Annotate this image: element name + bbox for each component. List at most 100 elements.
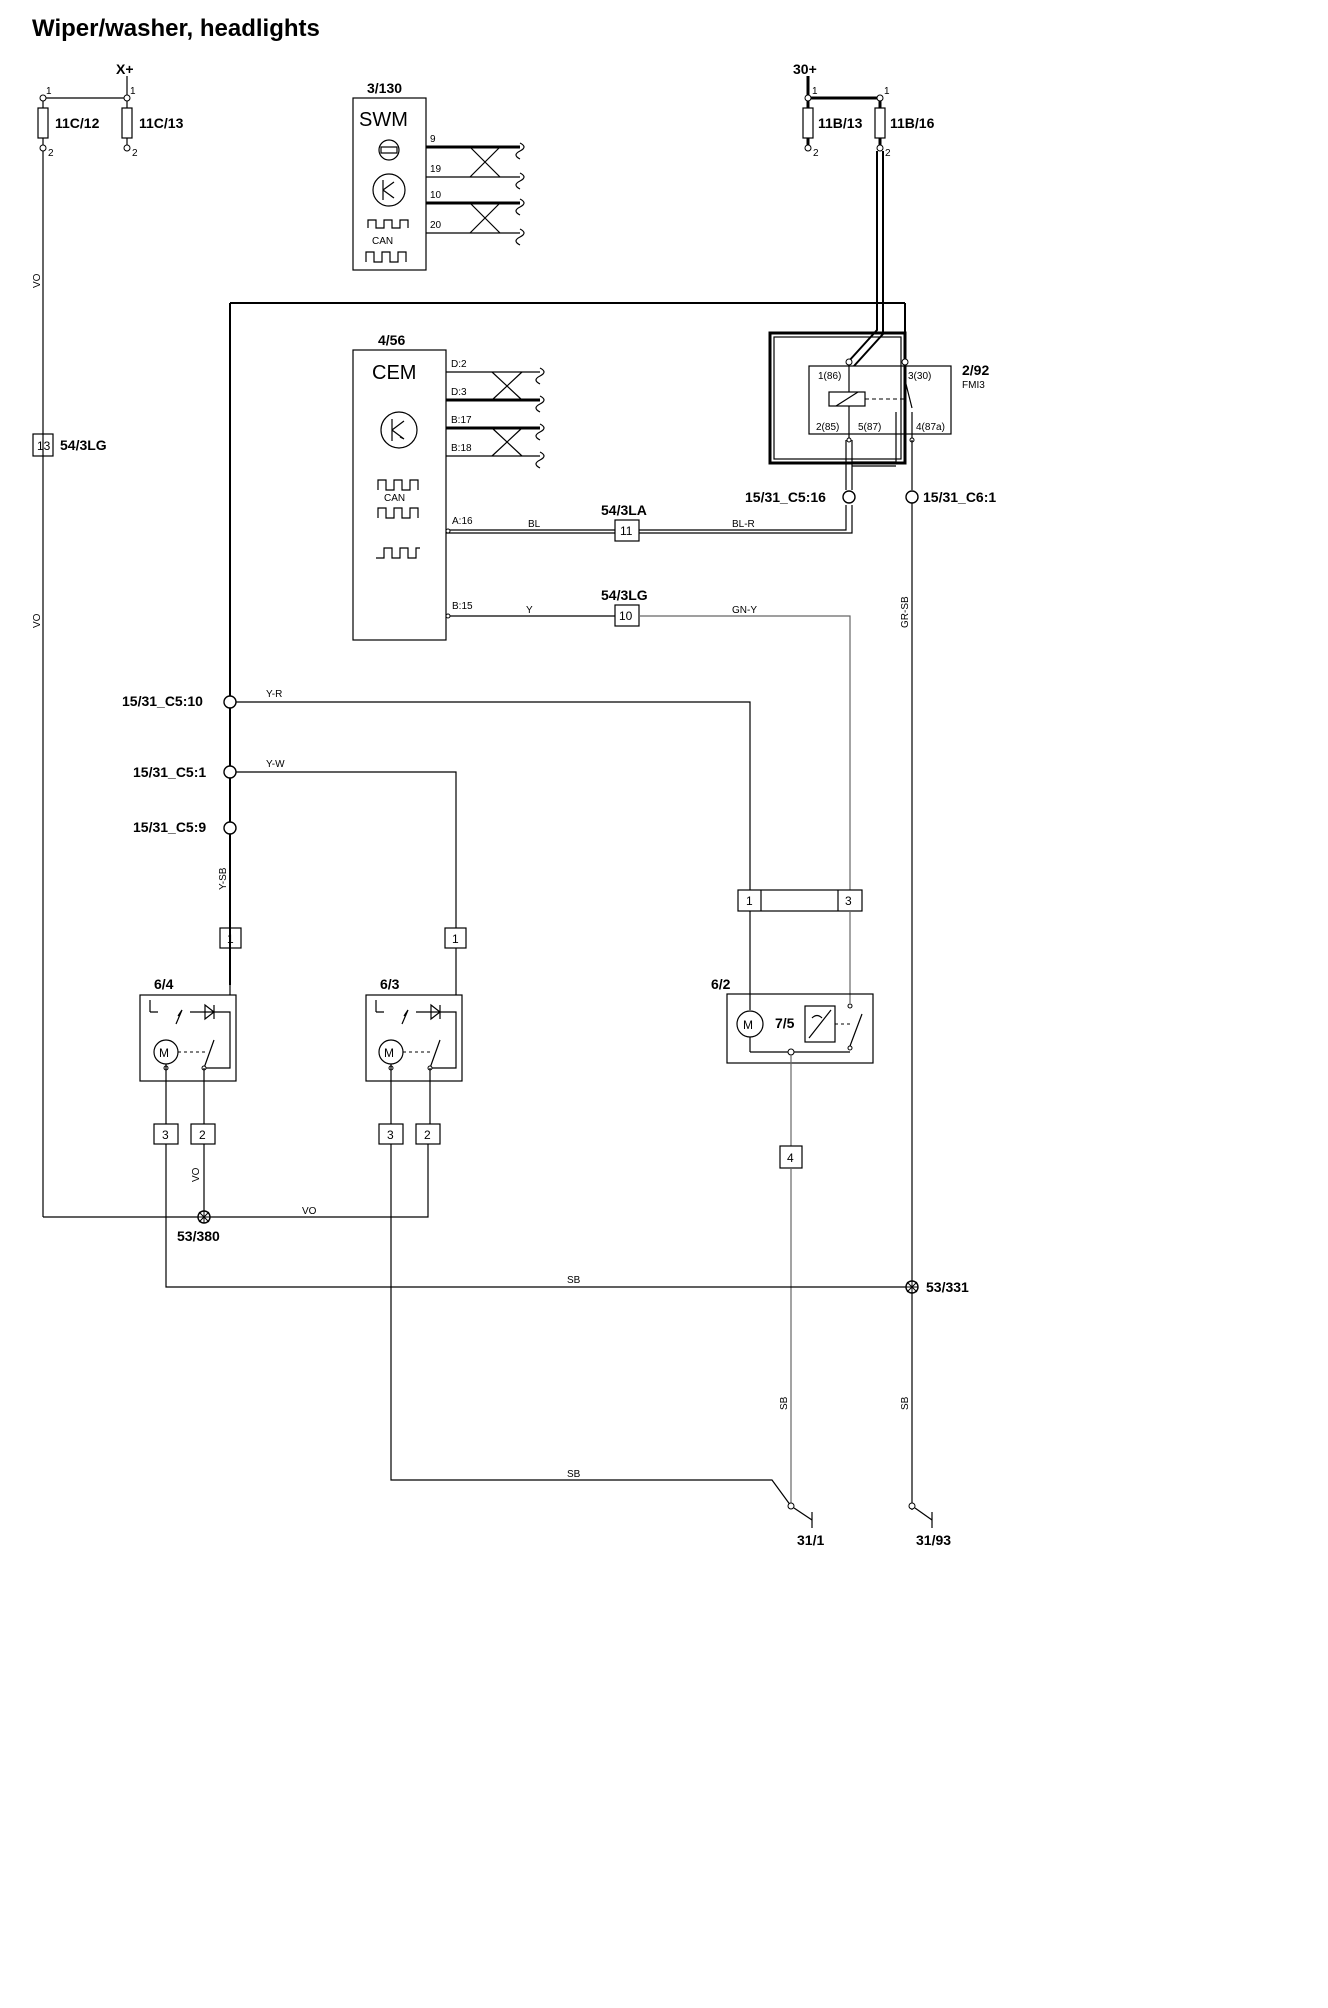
- splice-53-331: [905, 1280, 919, 1294]
- wire-gn-y-label: GN-Y: [732, 605, 757, 616]
- wire-y-r: [236, 701, 751, 890]
- wire-y-label: Y: [526, 605, 533, 616]
- connector-c5-1: [223, 765, 237, 779]
- thirty-plus-fuse-group: 30+ 1 1 2 2 11B/13 11B/16: [793, 61, 935, 367]
- cem-pin-b18: B:18: [451, 443, 472, 454]
- relay-inner-box: [808, 365, 952, 435]
- wire-y-r-label: Y-R: [266, 689, 282, 700]
- fuse-11c12-pin2: [39, 144, 47, 152]
- wire-sb-label-4: SB: [779, 1396, 790, 1410]
- splice-box-13: [32, 433, 54, 457]
- wiring-diagram: Wiper/washer, headlights X+ 1 1 2 2 11C/…: [32, 15, 996, 1548]
- motor-6-3-box: [365, 994, 463, 1082]
- cem-transistor-icon: [380, 411, 418, 449]
- swm-name: SWM: [359, 109, 408, 131]
- fuse-11b16: [874, 107, 886, 139]
- cem-ref: 4/56: [378, 332, 405, 348]
- splice-54-3la: 54/3LA: [601, 502, 647, 518]
- motor-6-3-pin3: 3: [387, 1128, 394, 1142]
- motor-6-2: 1 3 6/2 M 7/5 4: [711, 889, 874, 1506]
- wire-sb-label-5: SB: [900, 1396, 911, 1410]
- wire-y-sb-label: Y-SB: [218, 867, 229, 890]
- splice-54-3lg-left: 54/3LG: [60, 437, 107, 453]
- connector-c6-1: [905, 490, 919, 504]
- connector-c5-16: [842, 490, 856, 504]
- splice-11-number: 11: [620, 524, 633, 538]
- wire-vo-label-1: VO: [32, 273, 43, 288]
- wire-sb-label-2: SB: [567, 1469, 581, 1480]
- fuse-11b13-label: 11B/13: [818, 115, 863, 131]
- wire-sb-motor63: [390, 1144, 792, 1507]
- relay-outer-box: [768, 331, 907, 465]
- splice-53-380: [197, 1210, 211, 1224]
- fuse-11c12-pin2-label: 2: [48, 148, 54, 159]
- wire-y-w: [236, 771, 457, 928]
- cem-module: 4/56 CEM CAN D:2 D:3 B:17 B:18 A:16 B:15: [352, 332, 545, 641]
- wire-vo-bottom: [43, 1144, 429, 1218]
- relay-pin-1-86: 1(86): [818, 371, 841, 382]
- splice-10-number: 10: [619, 609, 633, 623]
- connector-c5-9-label: 15/31_C5:9: [133, 819, 206, 835]
- ground-31-1-label: 31/1: [797, 1532, 824, 1548]
- wire-bl-r: [639, 505, 853, 534]
- motor-6-2-connector: [737, 889, 863, 912]
- swm-pulse-icon-2: [365, 251, 407, 263]
- page-title: Wiper/washer, headlights: [32, 15, 320, 42]
- swm-pin-9: 9: [430, 134, 436, 145]
- swm-pins: 9 19 10 20: [426, 134, 525, 246]
- cem-name: CEM: [372, 362, 416, 384]
- wire-bl-label: BL: [528, 519, 541, 530]
- connector-c5-1-label: 15/31_C5:1: [133, 764, 206, 780]
- relay-pin-5-87: 5(87): [858, 422, 881, 433]
- cem-pulse-icon-1: [377, 479, 419, 491]
- fuse-11b16-label: 11B/16: [890, 115, 935, 131]
- motor-6-3-pin2: 2: [424, 1128, 431, 1142]
- wire-sb-label-1: SB: [567, 1275, 581, 1286]
- swm-box: [352, 97, 427, 271]
- cem-can-label: CAN: [384, 493, 405, 504]
- motor-6-2-pin4: 4: [787, 1151, 794, 1165]
- ground-31-93-label: 31/93: [916, 1532, 951, 1548]
- swm-pin-20: 20: [430, 220, 442, 231]
- motor-6-2-pin3: 3: [845, 894, 852, 908]
- wire-bl-r-label: BL-R: [732, 519, 755, 530]
- motor-6-2-box: [726, 993, 874, 1064]
- connector-c5-10: [223, 695, 237, 709]
- motor-6-4-pin1: 1: [227, 932, 234, 946]
- swm-can-label: CAN: [372, 236, 393, 247]
- wire-vo-label-2: VO: [32, 613, 43, 628]
- swm-transistor-icon: [372, 173, 406, 207]
- motor-6-3: 1 6/3 M 3 2: [365, 927, 467, 1145]
- connector-c5-10-label: 15/31_C5:10: [122, 693, 203, 709]
- relay-switch: [904, 365, 913, 409]
- cem-pin-a16: A:16: [452, 516, 473, 527]
- fuse-11b13-pin1-label: 1: [812, 86, 818, 97]
- motor-6-4-box: [139, 994, 237, 1082]
- motor-6-4-ref: 6/4: [154, 976, 174, 992]
- wire-bl: [446, 529, 615, 534]
- swm-pin-10: 10: [430, 190, 442, 201]
- ground-31-1-symbol: [787, 1502, 813, 1528]
- fuse-11c13-pin1-label: 1: [130, 86, 136, 97]
- swm-module: 3/130 SWM CAN 9 19 10 20: [352, 80, 525, 271]
- motor-6-2-ref: 6/2: [711, 976, 731, 992]
- switch-7-5-ref: 7/5: [775, 1015, 795, 1031]
- ground-31-93-symbol: [908, 1502, 933, 1528]
- swm-sensor-icon: [378, 139, 400, 161]
- fuse-11b13-pin2-label: 2: [813, 148, 819, 159]
- relay-sub: FMI3: [962, 380, 985, 391]
- wire-vo-label-4: VO: [191, 1167, 202, 1182]
- connector-c5-16-label: 15/31_C5:16: [745, 489, 826, 505]
- relay-pin-2-85: 2(85): [816, 422, 839, 433]
- connector-c5-9: [223, 821, 237, 835]
- cem-box: [352, 349, 447, 641]
- fuse-11b13: [802, 107, 814, 139]
- thirty-plus-label: 30+: [793, 61, 817, 77]
- splice-53-331-label: 53/331: [926, 1279, 969, 1295]
- wire-vo-label-3: VO: [302, 1206, 317, 1217]
- cem-pins: D:2 D:3 B:17 B:18 A:16 B:15: [446, 359, 545, 612]
- relay-pin-3-30: 3(30): [908, 371, 931, 382]
- fuse-11c12-label: 11C/12: [55, 115, 100, 131]
- relay-2-92: 2/92 FMI3 1(86) 3(30) 2(85) 5(87) 4(87a): [768, 331, 989, 490]
- splice-54-3lg-right: 54/3LG: [601, 587, 648, 603]
